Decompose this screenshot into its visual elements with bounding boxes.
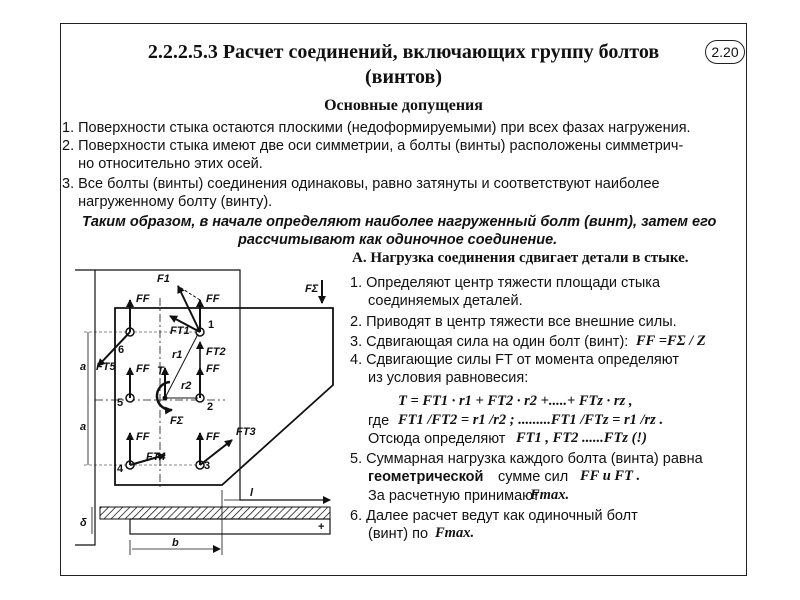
assumption-2: 2. Поверхности стыка имеют две оси симме… <box>62 138 684 154</box>
plus-mark: + <box>318 521 324 533</box>
section-plate <box>129 518 331 535</box>
ff-label-2: FF <box>206 363 220 375</box>
step-4: 4. Сдвигающие силы FT от момента определ… <box>350 352 679 368</box>
ff-label-3: FF <box>206 431 220 443</box>
ft4-arrow <box>129 453 166 466</box>
conclusion-line-2: рассчитывают как одиночное соединение. <box>238 232 558 248</box>
step-5-calc: За расчетную принимают <box>368 488 540 504</box>
formula-result: FT1 , FT2 ......FTz (!) <box>516 430 647 446</box>
formula-result-prefix: Отсюда определяют <box>368 431 506 447</box>
f1-parallelogram-line <box>177 285 201 301</box>
formula-sum: FF и FT . <box>580 468 641 484</box>
assumptions-heading: Основные допущения <box>324 97 483 114</box>
assumption-3-cont: нагруженному болту (винту). <box>62 194 273 210</box>
page-title-continued: (винтов) <box>364 66 443 88</box>
section-hatch-strip <box>99 506 331 520</box>
ft5-arrow <box>97 331 131 367</box>
bolt-4-number: 4 <box>117 463 124 475</box>
f1-label: F1 <box>157 273 170 285</box>
base-plate-outline <box>75 269 96 546</box>
fsum-label-center: FΣ <box>170 415 184 427</box>
ft1-arrow <box>169 315 201 333</box>
delta-label: δ <box>80 517 87 529</box>
formula-ratio-prefix: где <box>368 413 390 429</box>
step-2: 2. Приводят в центр тяжести все внешние … <box>350 314 677 330</box>
step-5: 5. Суммарная нагрузка каждого болта (вин… <box>350 451 703 467</box>
step-3: 3. Сдвигающая сила на один болт (винт): <box>350 334 629 350</box>
ff-label-6: FF <box>136 293 150 305</box>
f1-resultant-arrow <box>177 285 201 333</box>
formula-ff: FF =FΣ / Z <box>636 333 706 349</box>
assumption-1: 1. Поверхности стыка остаются плоскими (… <box>62 120 691 136</box>
a-label-bottom: a <box>80 421 86 433</box>
formula-fmax-2: Fmax. <box>435 525 475 541</box>
page-title: 2.2.2.5.3 Расчет соединений, включающих … <box>147 41 660 63</box>
bolt-2-number: 2 <box>207 401 213 413</box>
step-6-cont: (винт) по <box>368 526 429 542</box>
r1-label: r1 <box>172 349 182 361</box>
bolt-6-number: 6 <box>118 344 124 356</box>
conclusion-line-1: Таким образом, в начале определяют наибо… <box>82 214 717 230</box>
a-label-top: a <box>80 361 86 373</box>
moment-label: T <box>157 365 165 377</box>
step-5-bold: геометрической <box>368 469 484 485</box>
step-4-cont: из условия равновесия: <box>368 370 529 386</box>
step-1: 1. Определяют центр тяжести площади стык… <box>350 275 661 291</box>
ft1-label: FT1 <box>170 325 190 337</box>
l-label: l <box>250 487 254 499</box>
bolt-5-number: 5 <box>117 397 123 409</box>
ft3-label: FT3 <box>236 426 256 438</box>
b-label: b <box>172 537 179 549</box>
r2-label: r2 <box>181 380 191 392</box>
slide-number-badge: 2.20 <box>705 40 745 64</box>
ft4-label: FT4 <box>146 451 166 463</box>
bolt-1-number: 1 <box>208 319 214 331</box>
ft2-label: FT2 <box>206 346 226 358</box>
step-6: 6. Далее расчет ведут как одиночный болт <box>350 508 638 524</box>
assumption-2-cont: но относительно этих осей. <box>62 156 263 172</box>
slide-frame <box>60 23 747 576</box>
step-1-cont: соединяемых деталей. <box>368 293 523 309</box>
bolt-3-number: 3 <box>204 460 210 472</box>
joint-plate <box>114 307 334 486</box>
r1-line <box>164 333 199 399</box>
assumption-3: 3. Все болты (винты) соединения одинаков… <box>62 176 660 192</box>
ff-label-1: FF <box>206 293 220 305</box>
formula-moment: T = FT1 · r1 + FT2 · r2 +.....+ FTz · rz… <box>398 393 633 409</box>
step-5-cont: сумме сил <box>498 469 569 485</box>
ff-label-5: FF <box>136 363 150 375</box>
formula-ratio: FT1 /FT2 = r1 /r2 ; .........FT1 /FTz = … <box>398 412 664 428</box>
section-a-heading: А. Нагрузка соединения сдвигает детали в… <box>352 250 689 266</box>
ft5-label: FT5 <box>96 361 116 373</box>
external-force-label: FΣ <box>305 283 319 295</box>
formula-fmax-1: Fmax. <box>530 487 570 503</box>
ft3-arrow <box>199 439 233 466</box>
ff-label-4: FF <box>136 431 150 443</box>
